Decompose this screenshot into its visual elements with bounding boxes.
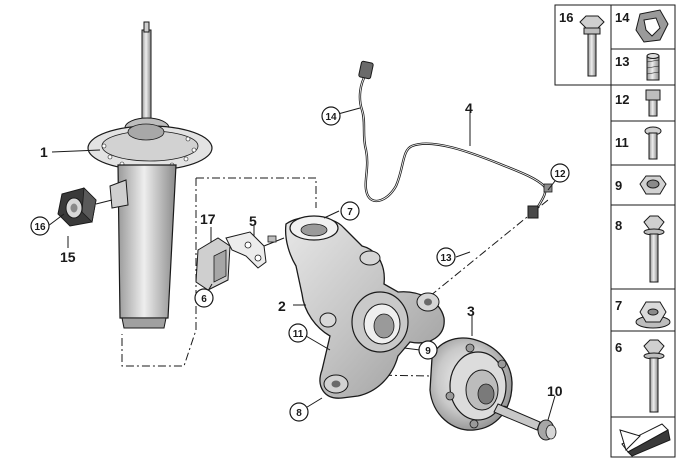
panel-part-13 [646, 53, 660, 81]
panel-label-14: 14 [615, 10, 630, 25]
panel-arrow-icon [619, 423, 671, 457]
panel-part-9 [639, 175, 667, 195]
piston-rod [141, 29, 152, 131]
svg-text:11: 11 [293, 329, 304, 340]
panel-label-6: 6 [615, 340, 622, 355]
abs-sensor-cable [358, 73, 547, 211]
svg-text:14: 14 [325, 112, 337, 123]
steering-knuckle [284, 215, 445, 399]
panel-label-12: 12 [615, 92, 629, 107]
damper-tube [117, 164, 177, 319]
svg-text:6: 6 [201, 294, 207, 305]
sensor-bracket [225, 231, 285, 269]
panel-label-11: 11 [615, 135, 629, 150]
bearing-ring [127, 123, 165, 141]
svg-text:15: 15 [60, 249, 76, 265]
svg-text:7: 7 [347, 207, 353, 218]
wheel-hub [429, 337, 513, 431]
panel-cell-12 [610, 84, 676, 122]
svg-text:12: 12 [554, 169, 566, 180]
strut-bracket [109, 179, 129, 209]
abs-plug [358, 60, 374, 80]
callout-12: 12 [550, 163, 570, 183]
panel-label-7: 7 [615, 298, 622, 313]
callout-6: 6 [194, 288, 214, 308]
panel-part-8 [643, 215, 665, 283]
callout-2: 2 [278, 298, 286, 314]
panel-cell-8 [610, 204, 676, 290]
svg-text:13: 13 [440, 253, 452, 264]
callout-7: 7 [340, 201, 360, 221]
svg-text:9: 9 [425, 346, 431, 357]
panel-label-9: 9 [615, 178, 622, 193]
callout-13: 13 [436, 247, 456, 267]
panel-cell-11 [610, 120, 676, 166]
callout-16: 16 [30, 216, 50, 236]
hub-bolt [493, 403, 557, 441]
callout-9: 9 [418, 340, 438, 360]
rod-tip [143, 21, 150, 33]
panel-label-16: 16 [559, 10, 573, 25]
svg-text:17: 17 [200, 211, 216, 227]
panel-label-13: 13 [615, 54, 629, 69]
panel-part-11 [644, 126, 662, 160]
panel-part-12 [645, 89, 661, 117]
svg-text:1: 1 [40, 144, 48, 160]
panel-part-6 [643, 339, 665, 413]
stabilizer-mount [57, 187, 113, 227]
callout-4: 4 [465, 100, 473, 116]
svg-text:8: 8 [296, 408, 302, 419]
panel-part-14 [635, 9, 669, 43]
callout-8: 8 [289, 402, 309, 422]
callout-14: 14 [321, 106, 341, 126]
callout-5: 5 [249, 213, 257, 229]
callout-11: 11 [288, 323, 308, 343]
svg-text:16: 16 [34, 222, 46, 233]
callout-15: 15 [60, 249, 76, 265]
brake-line-bracket [195, 237, 231, 291]
callout-1: 1 [40, 144, 48, 160]
panel-part-7 [635, 301, 671, 329]
damper-base [121, 317, 167, 329]
side-panel [554, 4, 676, 458]
panel-label-8: 8 [615, 218, 622, 233]
svg-text:4: 4 [465, 100, 473, 116]
callout-3: 3 [467, 303, 475, 319]
abs-sensor-head [527, 183, 553, 219]
svg-text:3: 3 [467, 303, 475, 319]
callout-10: 10 [547, 383, 563, 399]
strut-assembly [87, 21, 213, 329]
svg-text:5: 5 [249, 213, 257, 229]
svg-text:2: 2 [278, 298, 286, 314]
panel-part-16 [579, 15, 605, 77]
callout-17: 17 [200, 211, 216, 227]
svg-text:10: 10 [547, 383, 563, 399]
